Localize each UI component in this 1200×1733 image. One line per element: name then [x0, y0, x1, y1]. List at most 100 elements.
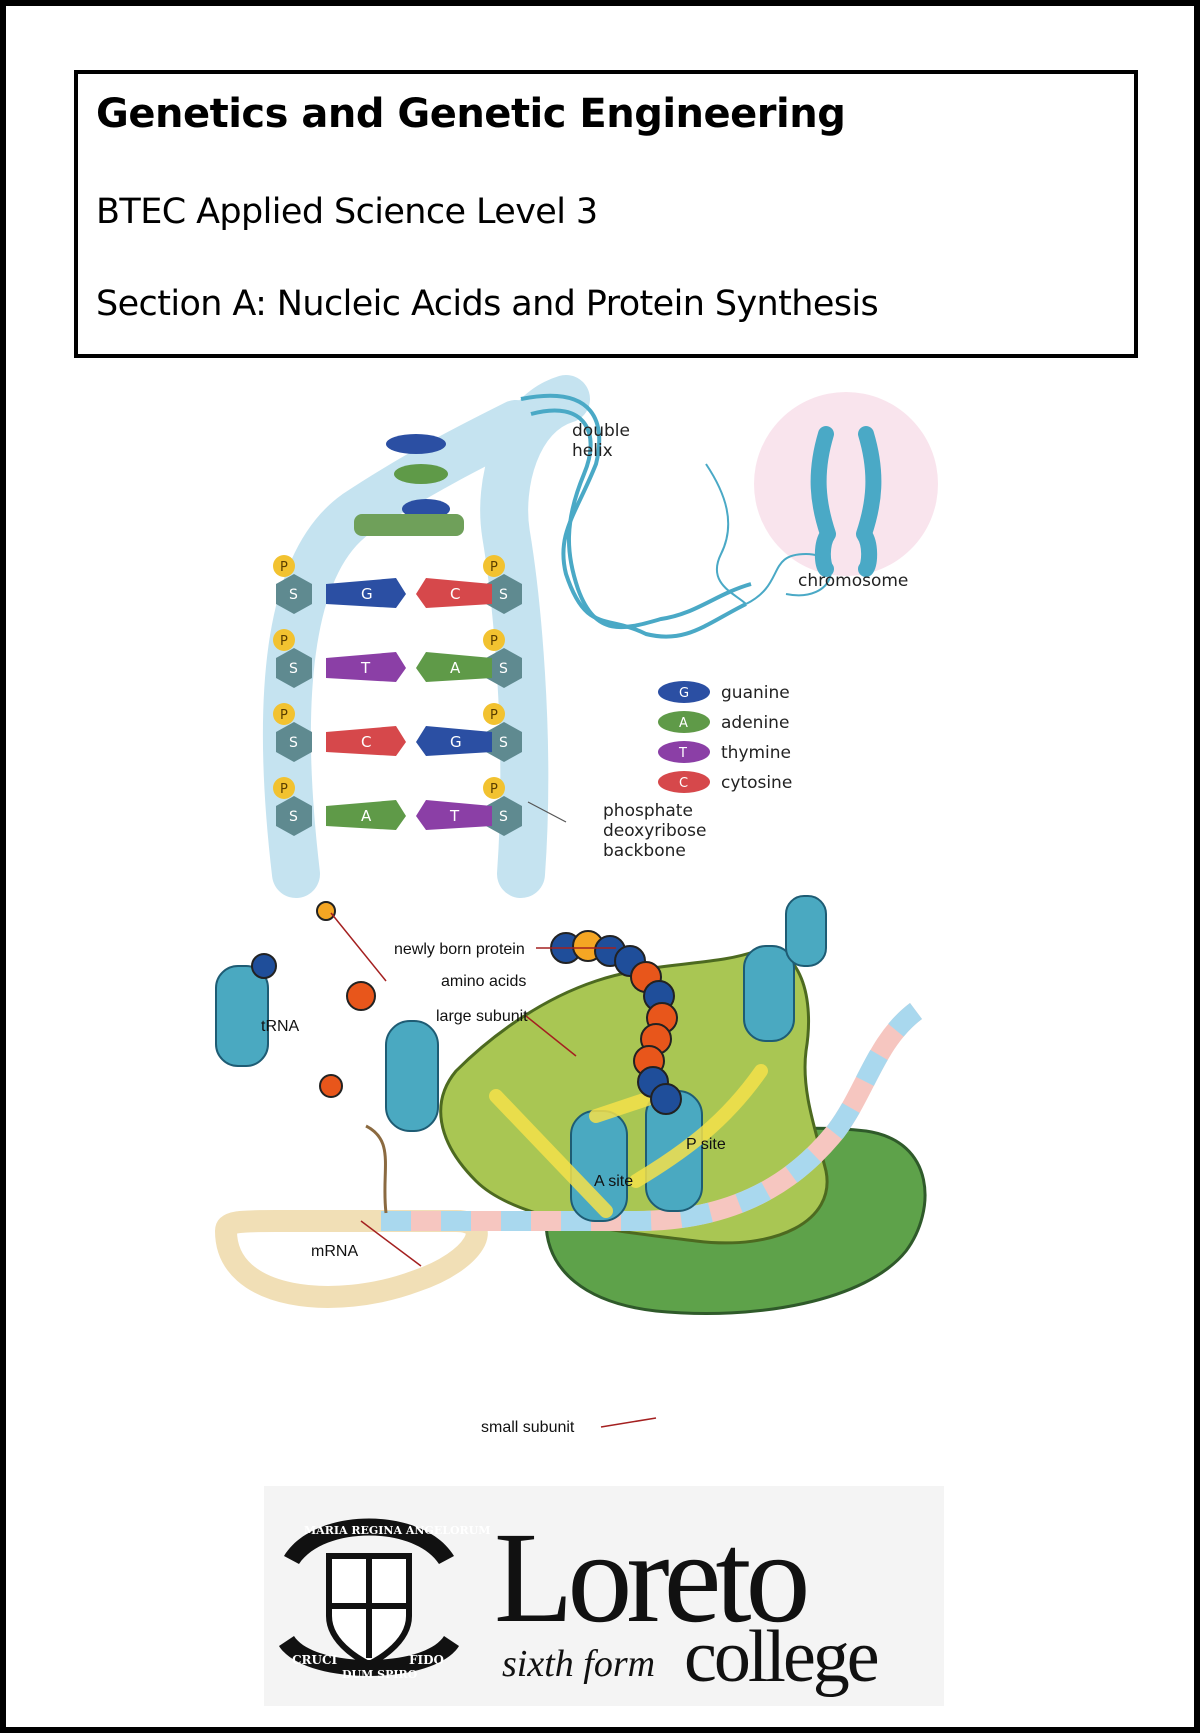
crest-motto-left: CRUCI — [292, 1653, 338, 1667]
sugar-symbol: S — [289, 809, 298, 825]
phosphate-symbol: P — [280, 560, 288, 575]
sugar-symbol: S — [289, 661, 298, 677]
legend-letter: A — [679, 716, 688, 731]
base-left — [326, 652, 406, 682]
a-site-label: A site — [594, 1173, 633, 1190]
large-subunit-label: large subunit — [436, 1008, 528, 1025]
backbone-label-line3: backbone — [603, 841, 686, 861]
amino-acid-bead — [251, 953, 277, 979]
phosphate-symbol: P — [280, 634, 288, 649]
amino-acids-label: amino acids — [441, 973, 526, 990]
backbone-pointer — [527, 801, 567, 823]
amino-acids-pointer — [330, 912, 387, 982]
backbone-label-line1: phosphate — [603, 801, 693, 821]
document-title: Genetics and Genetic Engineering — [96, 91, 846, 137]
sugar-right — [486, 574, 522, 614]
base-left-letter: A — [361, 807, 372, 825]
protein-chain — [550, 930, 682, 1115]
phosphate-symbol: P — [280, 708, 288, 723]
phosphate-right — [483, 777, 505, 799]
sugar-symbol: S — [499, 661, 508, 677]
trna-label: tRNA — [261, 1018, 300, 1035]
mrna-pointer — [360, 1220, 422, 1267]
legend-swatch — [658, 711, 710, 733]
trna-exit — [743, 945, 795, 1042]
base-right — [416, 578, 492, 608]
legend-label: adenine — [721, 713, 789, 733]
backbone-label-line2: deoxyribose — [603, 821, 706, 841]
protein-chain-bead — [650, 1083, 682, 1115]
phosphate-symbol: P — [280, 782, 288, 797]
translation-ribosome-illustration: newly born protein amino acids large sub… — [215, 895, 927, 1436]
sugar-symbol: S — [499, 735, 508, 751]
amino-acid-bead — [319, 1074, 343, 1098]
legend-swatch — [658, 681, 710, 703]
sugar-symbol: S — [499, 587, 508, 603]
decorative-rung — [386, 434, 446, 454]
trna-leaving — [785, 895, 827, 967]
chromosome-label: chromosome — [798, 571, 908, 591]
mrna-label: mRNA — [311, 1243, 358, 1260]
legend-label: cytosine — [721, 773, 792, 793]
legend-letter: T — [678, 746, 687, 761]
logo-tagline: sixth form — [502, 1643, 655, 1685]
base-left — [326, 726, 406, 756]
trna-incoming — [385, 1020, 439, 1132]
loreto-college-logo: MARIA REGINA ANGELORUM CRUCI DUM SPIRO F… — [264, 1486, 944, 1706]
double-helix-strand-1 — [520, 393, 747, 639]
double-helix-label-line1: double — [572, 421, 630, 441]
crest-banner-bottom — [279, 1636, 459, 1676]
sugar-right — [486, 796, 522, 836]
sugar-symbol: S — [289, 735, 298, 751]
newly-born-protein-label: newly born protein — [394, 941, 525, 958]
base-left-letter: T — [360, 659, 371, 677]
decorative-rung — [394, 464, 448, 484]
legend-swatch — [658, 741, 710, 763]
small-subunit-pointer — [600, 1417, 657, 1428]
phosphate-right — [483, 555, 505, 577]
sugar-left — [276, 722, 312, 762]
sugar-right — [486, 722, 522, 762]
base-right — [416, 726, 492, 756]
small-subunit-label: small subunit — [481, 1419, 575, 1436]
crest-motto-middle: DUM SPIRO — [342, 1668, 418, 1681]
mrna-strand-codons — [381, 1003, 923, 1231]
base-right-letter: T — [449, 807, 460, 825]
crest-banner-top — [284, 1518, 454, 1564]
phosphate-left — [273, 555, 295, 577]
base-right-letter: C — [450, 585, 460, 603]
phosphate-right — [483, 629, 505, 651]
phosphate-symbol: P — [490, 560, 498, 575]
sugar-left — [276, 648, 312, 688]
logo-college: college — [684, 1616, 878, 1698]
sugar-symbol: S — [289, 587, 298, 603]
base-right-letter: G — [450, 733, 462, 751]
sugar-symbol: S — [499, 809, 508, 825]
sugar-left — [276, 574, 312, 614]
base-left — [326, 578, 406, 608]
large-subunit-pointer — [525, 1015, 577, 1057]
base-left — [326, 800, 406, 830]
section-heading: Section A: Nucleic Acids and Protein Syn… — [96, 284, 879, 324]
legend-letter: G — [679, 686, 689, 701]
a-to-p-arrow — [489, 1089, 613, 1218]
amino-acid-bead — [316, 901, 336, 921]
mrna-tail — [365, 1124, 388, 1214]
phosphate-left — [273, 703, 295, 725]
double-helix-label-line2: helix — [572, 441, 613, 461]
p-to-exit-arrow — [629, 1064, 768, 1188]
course-subtitle: BTEC Applied Science Level 3 — [96, 192, 598, 232]
phosphate-symbol: P — [490, 634, 498, 649]
trna-free — [215, 965, 269, 1067]
sugar-left — [276, 796, 312, 836]
double-helix-strand-2 — [530, 408, 752, 630]
